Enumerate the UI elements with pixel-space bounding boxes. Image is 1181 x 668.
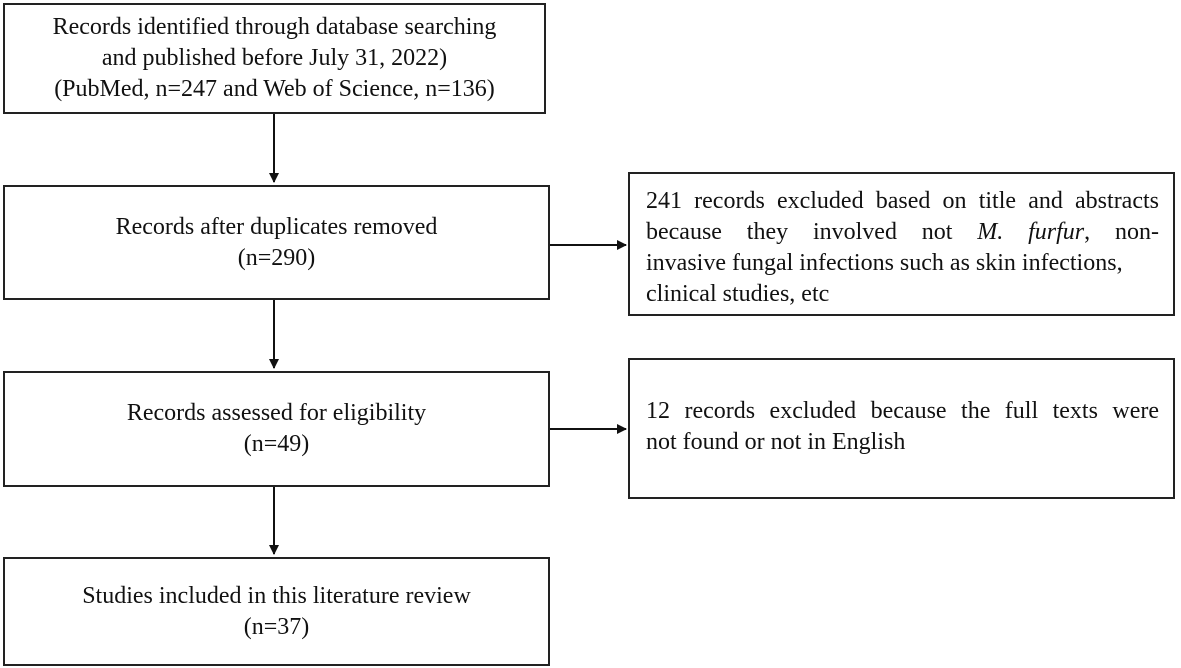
- screening-exclusion-line-2-end: , non-: [1084, 219, 1159, 245]
- screening-exclusion-line-1: 241 records excluded based on title and …: [646, 188, 1159, 214]
- included-count: (n=37): [243, 613, 310, 640]
- screening-exclusion-line-2-start: because they involved not: [646, 219, 978, 245]
- identification-line-1: Records identified through database sear…: [52, 14, 497, 40]
- screening-exclusion-box: 241 records excluded based on title and …: [628, 172, 1175, 316]
- screening-exclusion-line-3: invasive fungal infections such as skin …: [646, 250, 1123, 276]
- deduplication-label: Records after duplicates removed: [115, 213, 438, 240]
- included-box: Studies included in this literature revi…: [3, 557, 550, 666]
- screening-exclusion-line-4: clinical studies, etc: [646, 281, 830, 307]
- eligibility-count: (n=49): [243, 431, 310, 457]
- eligibility-exclusion-line-1: 12 records excluded because the full tex…: [646, 398, 1159, 424]
- included-label: Studies included in this literature revi…: [82, 582, 471, 609]
- identification-line-3: (PubMed, n=247 and Web of Science, n=136…: [54, 76, 495, 102]
- species-name: M. furfur: [977, 219, 1085, 245]
- eligibility-box: Records assessed for eligibility (n=49): [3, 371, 550, 487]
- screening-exclusion-line-2: because they involved not M. furfur, non…: [646, 217, 1159, 248]
- identification-line-2: and published before July 31, 2022): [101, 45, 448, 71]
- eligibility-exclusion-box: 12 records excluded because the full tex…: [628, 358, 1175, 499]
- deduplication-box: Records after duplicates removed (n=290): [3, 185, 550, 300]
- deduplication-count: (n=290): [237, 244, 316, 271]
- identification-box: Records identified through database sear…: [3, 3, 546, 114]
- eligibility-exclusion-line-2: not found or not in English: [646, 429, 906, 455]
- eligibility-label: Records assessed for eligibility: [126, 400, 427, 426]
